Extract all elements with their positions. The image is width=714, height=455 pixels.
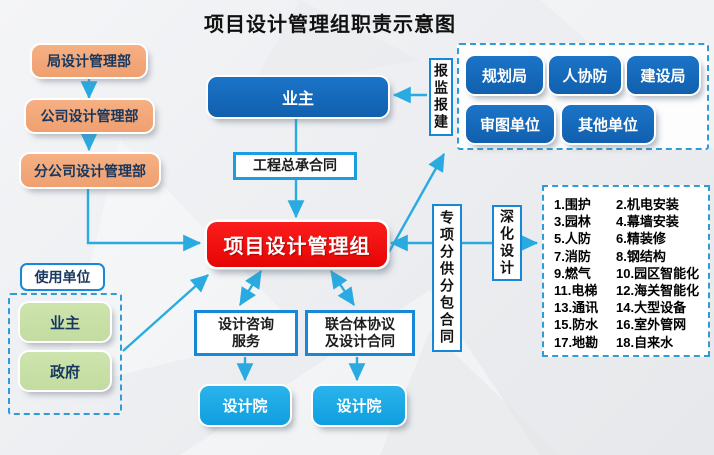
node-project-design-group: 项目设计管理组 xyxy=(207,222,387,267)
node-government: 政府 xyxy=(20,352,110,390)
node-design-institute-right: 设计院 xyxy=(313,386,405,425)
node-company-design-dept: 公司设计管理部 xyxy=(26,100,153,132)
node-label: 建设局 xyxy=(640,67,686,85)
node-special-subcontract: 专项分供分包合同 xyxy=(432,204,462,352)
node-label: 人协防 xyxy=(562,67,608,85)
list-item: 18.自来水 xyxy=(616,334,674,350)
node-drawing-review-unit: 审图单位 xyxy=(466,105,554,143)
node-label: 分公司设计管理部 xyxy=(34,162,146,179)
list-item: 6.精装修 xyxy=(616,231,666,247)
list-row: 5.人防 6.精装修 xyxy=(554,230,702,247)
list-item: 5.人防 xyxy=(554,231,591,247)
node-label: 业主 xyxy=(49,314,80,332)
node-report-filing: 报监报建 xyxy=(429,58,453,136)
node-owner-user: 业主 xyxy=(20,303,110,341)
node-label: 报监报建 xyxy=(433,63,449,131)
node-label-line2: 服务 xyxy=(232,333,260,349)
list-row: 9.燃气 10.园区智能化 xyxy=(554,265,702,282)
node-design-consult-service: 设计咨询 服务 xyxy=(194,310,298,356)
user-units-group-frame xyxy=(8,293,122,415)
list-item: 16.室外管网 xyxy=(616,317,687,333)
list-item: 11.电梯 xyxy=(554,283,598,299)
node-label-line2: 及设计合同 xyxy=(325,333,395,349)
list-item: 2.机电安装 xyxy=(616,197,679,212)
node-epc-contract: 工程总承合同 xyxy=(233,152,357,180)
arrow-maingroup-consult xyxy=(238,269,263,307)
node-label: 公司设计管理部 xyxy=(40,108,139,124)
list-item: 13.通讯 xyxy=(554,300,599,316)
node-label: 业主 xyxy=(281,91,314,108)
list-item: 14.大型设备 xyxy=(616,300,687,316)
list-item: 12.海关智能化 xyxy=(616,283,700,299)
node-label: 审图单位 xyxy=(479,116,540,134)
node-label: 规划局 xyxy=(481,67,527,85)
node-design-institute-left: 设计院 xyxy=(200,386,290,425)
node-label: 工程总承合同 xyxy=(253,157,337,174)
node-planning-bureau: 规划局 xyxy=(466,56,543,94)
node-label: 其他单位 xyxy=(577,116,638,134)
page-title: 项目设计管理组职责示意图 xyxy=(204,14,456,36)
node-bureau-design-dept: 局设计管理部 xyxy=(32,45,146,77)
list-item: 10.园区智能化 xyxy=(616,265,700,281)
node-label-line1: 联合体协议 xyxy=(325,315,395,332)
arrow-branch-to-maingroup xyxy=(86,188,202,252)
node-deepen-design: 深化设计 xyxy=(492,205,522,281)
node-label-line1: 设计咨询 xyxy=(218,315,274,332)
node-label: 设计院 xyxy=(336,398,382,415)
node-label: 深化设计 xyxy=(499,209,515,277)
list-item: 17.地勘 xyxy=(554,334,599,350)
list-row: 11.电梯 12.海关智能化 xyxy=(554,282,702,299)
list-row: 17.地勘 18.自来水 xyxy=(554,334,702,351)
node-construction-bureau: 建设局 xyxy=(627,56,699,94)
node-civil-defense: 人协防 xyxy=(549,56,621,94)
group-title: 使用单位 xyxy=(34,269,91,285)
node-label: 专项分供分包合同 xyxy=(439,210,455,346)
list-row: 3.园林 4.幕墙安装 xyxy=(554,213,702,230)
subcontract-list-box: 1.围护 2.机电安装 3.园林 4.幕墙安装 5.人防 6.精装修 7.消防 … xyxy=(542,185,710,357)
list-item: 1.围护 xyxy=(554,197,591,212)
node-label: 设计院 xyxy=(222,398,268,415)
node-label: 项目设计管理组 xyxy=(223,236,371,258)
list-item: 15.防水 xyxy=(554,317,599,333)
list-item: 7.消防 xyxy=(554,248,591,264)
node-owner: 业主 xyxy=(208,77,388,117)
list-item: 8.钢结构 xyxy=(616,248,666,264)
list-row: 1.围护 2.机电安装 xyxy=(554,196,702,213)
list-item: 3.园林 xyxy=(554,214,591,230)
list-row: 7.消防 8.钢结构 xyxy=(554,248,702,265)
list-item: 9.燃气 xyxy=(554,265,591,281)
user-units-title-box: 使用单位 xyxy=(20,263,105,291)
arrow-maingroup-joint xyxy=(330,270,355,306)
list-row: 15.防水 16.室外管网 xyxy=(554,316,702,333)
node-branch-design-dept: 分公司设计管理部 xyxy=(21,154,159,187)
list-row: 13.通讯 14.大型设备 xyxy=(554,299,702,316)
node-joint-agreement-contract: 联合体协议 及设计合同 xyxy=(305,310,415,356)
node-label: 局设计管理部 xyxy=(47,53,131,69)
node-other-units: 其他单位 xyxy=(562,105,654,143)
arrow-userunits-to-maingroup xyxy=(122,274,209,352)
list-item: 4.幕墙安装 xyxy=(616,214,679,230)
node-label: 政府 xyxy=(49,363,80,381)
